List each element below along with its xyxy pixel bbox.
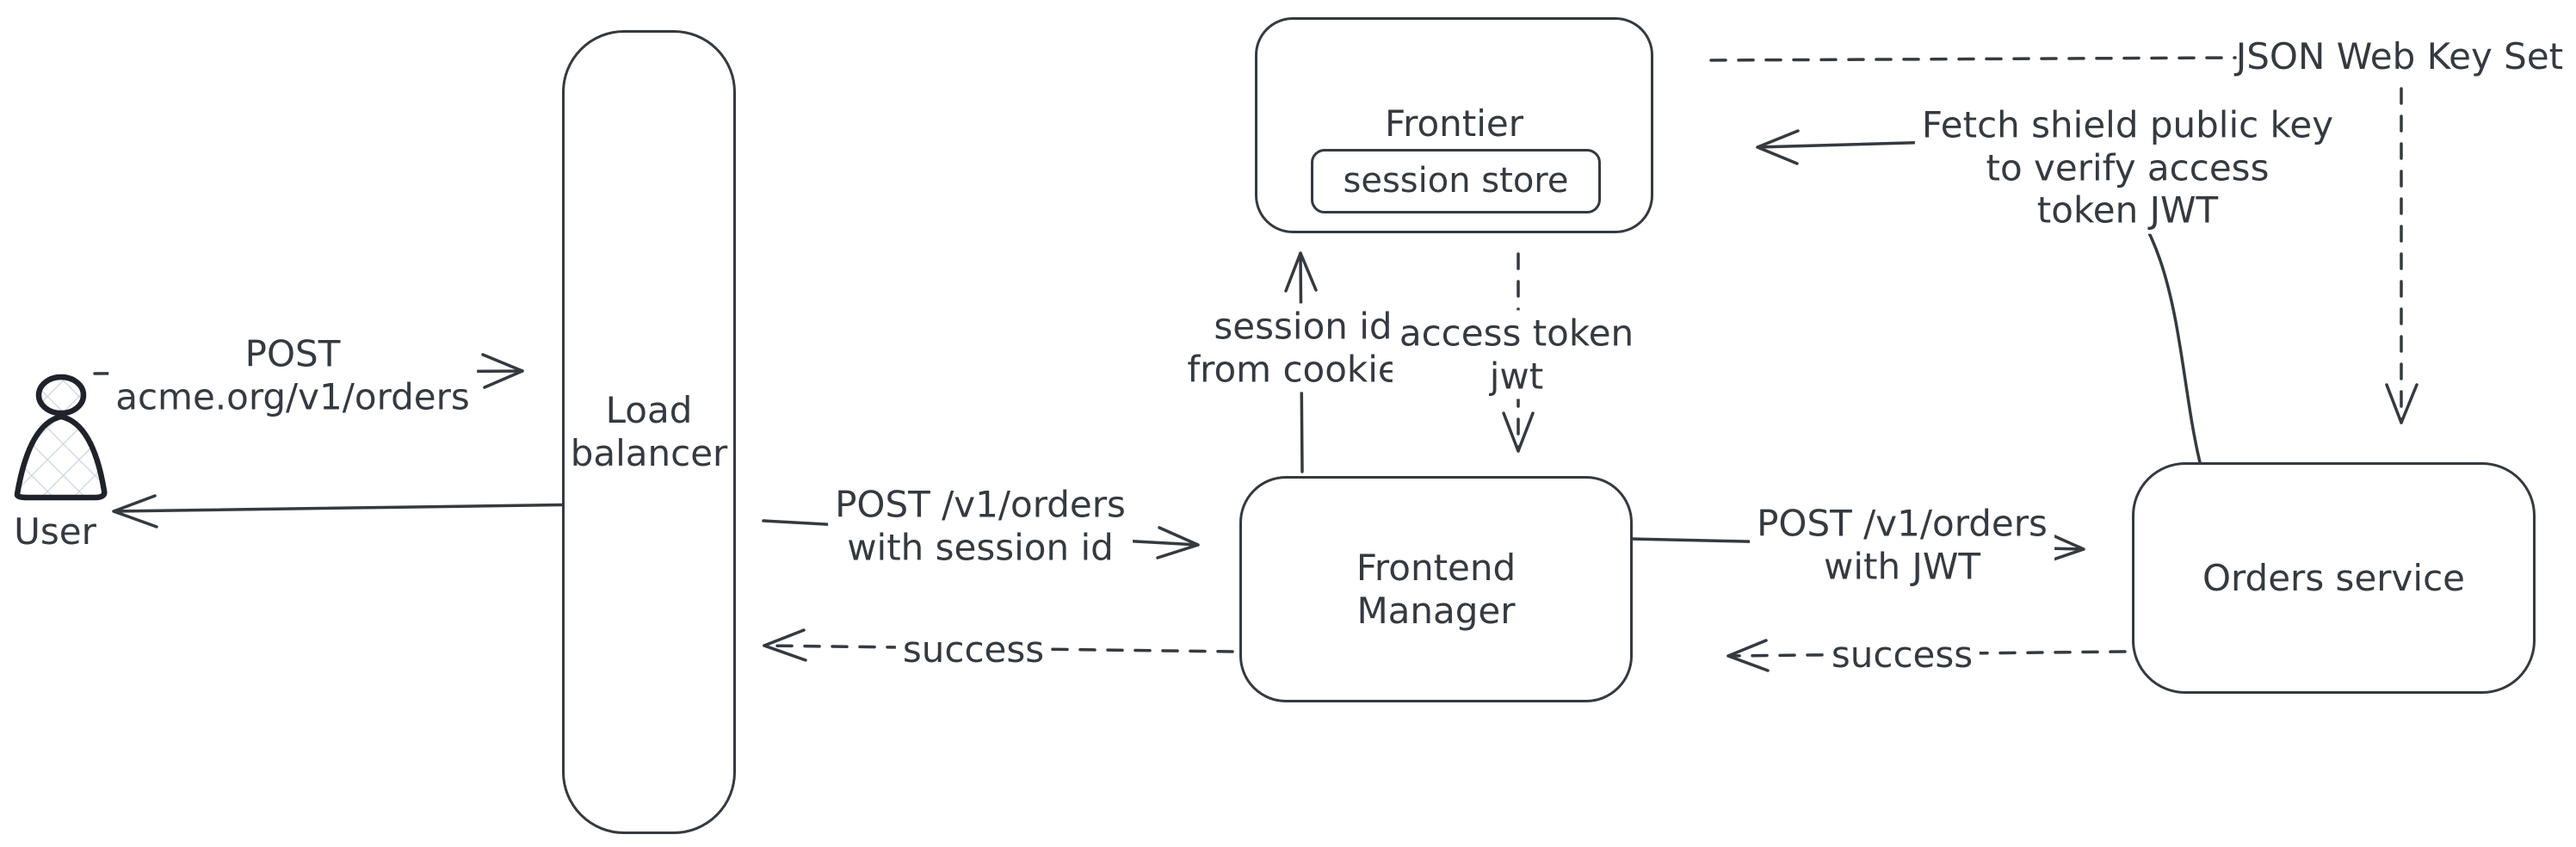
node-frontend-manager: Frontend Manager [1239,476,1633,702]
node-load-balancer: Load balancer [562,30,736,834]
edge-label-session-id-from-cookies: session id from cookies [1180,303,1426,393]
user-label: User [14,510,96,553]
edge-label-fetch-shield-public-key: Fetch shield public key to verify access… [1914,102,2341,234]
line-frontier-to-jwks [1709,56,2237,62]
frontend-manager-label: Frontend Manager [1356,546,1517,632]
load-balancer-label: Load balancer [570,389,728,474]
edge-label-post-orders-session-id: POST /v1/orders with session id [828,481,1133,571]
edge-label-post-acme-orders: POST acme.org/v1/orders [108,331,477,420]
frontier-label: Frontier [1384,102,1524,145]
node-session-store: session store [1311,149,1601,213]
node-orders-service: Orders service [2132,462,2536,694]
edge-label-success-right: success [1824,632,1980,678]
edge-label-access-token-jwt: access token jwt [1392,310,1641,399]
edge-label-success-left: success [895,627,1052,673]
arrowhead-fm-to-lb [763,628,807,662]
orders-service-label: Orders service [2202,556,2466,599]
arrowhead-frontier-to-fm [1502,411,1535,453]
arrowhead-jwks-to-orders [2385,383,2418,424]
session-store-label: session store [1343,160,1569,201]
edge-label-post-orders-jwt: POST /v1/orders with JWT [1750,500,2054,590]
arrowhead-orders-to-fm [1727,639,1770,672]
user-person-icon [14,374,108,501]
jwks-label: JSON Web Key Set [2235,35,2564,78]
arrow-lb-to-user [112,494,594,529]
